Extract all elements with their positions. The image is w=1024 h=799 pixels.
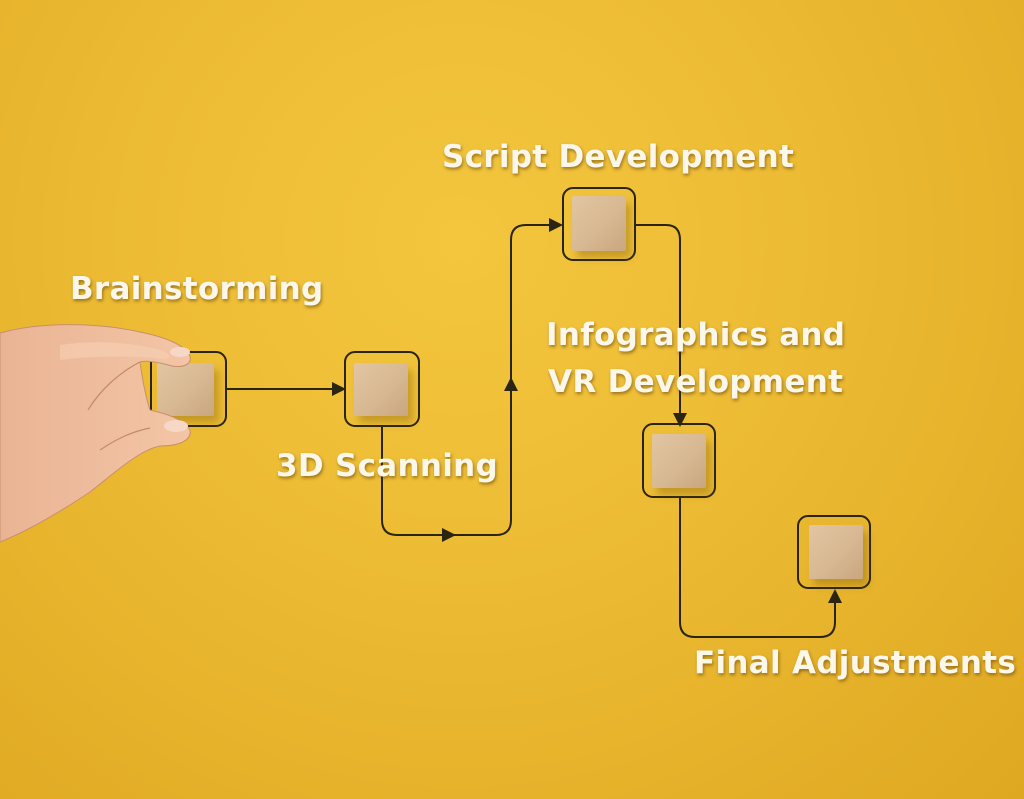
node-outline-infographics-vr [642, 423, 716, 498]
node-outline-script-development [562, 187, 636, 261]
hand-illustration [0, 324, 191, 543]
wooden-block-brainstorming [157, 363, 214, 416]
arrowhead-right-2 [442, 528, 456, 542]
wooden-block-3d-scanning [354, 363, 408, 416]
step-label-line: Infographics and [546, 317, 846, 353]
step-label-brainstorming: Brainstorming [70, 266, 323, 313]
step-label-line: Script Development [442, 139, 795, 175]
arrowhead-up-1 [504, 377, 518, 391]
step-label-line: Brainstorming [70, 271, 324, 307]
connector-script-to-infographics [635, 224, 681, 420]
step-label-infographics-vr: Infographics and VR Development [546, 312, 845, 405]
wooden-block-script-development [572, 196, 626, 251]
step-label-line: Final Adjustments [694, 645, 1017, 681]
node-outline-final-adjustments [797, 515, 871, 589]
step-label-script-development: Script Development [442, 134, 794, 181]
wooden-block-final-adjustments [809, 525, 863, 579]
arrowhead-down-1 [673, 413, 687, 427]
node-outline-3d-scanning [344, 351, 420, 427]
connector-infographics-to-final [679, 497, 836, 638]
connector-scanning-to-script [381, 224, 556, 536]
step-label-3d-scanning: 3D Scanning [276, 443, 498, 490]
wooden-block-infographics-vr [652, 434, 706, 488]
arrowhead-right-3 [549, 218, 563, 232]
arrowhead-up-2 [828, 589, 842, 603]
step-label-line: VR Development [548, 363, 844, 400]
arrowhead-right-1 [332, 382, 346, 396]
step-label-line: 3D Scanning [276, 448, 499, 484]
step-label-final-adjustments: Final Adjustments [694, 640, 1016, 687]
